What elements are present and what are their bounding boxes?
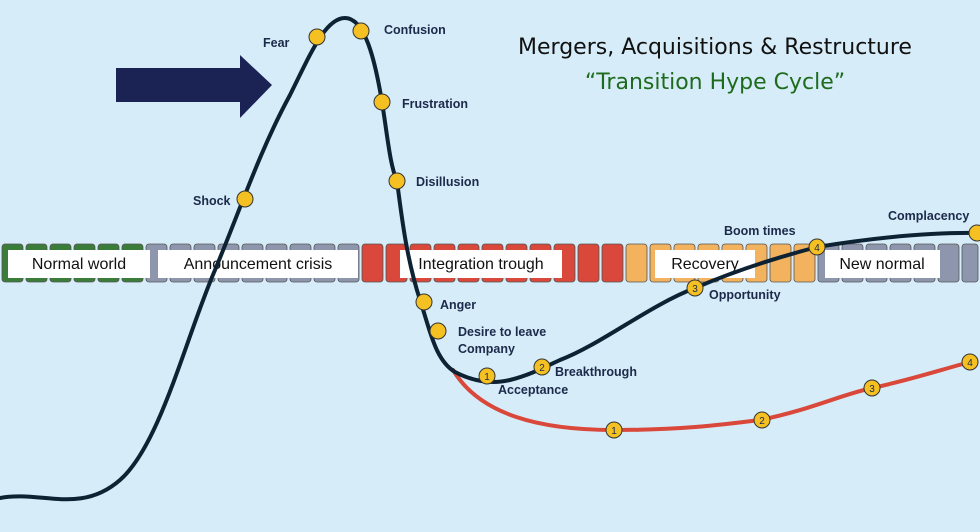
phase-text: Announcement crisis bbox=[184, 256, 333, 273]
marker-confusion bbox=[352, 22, 370, 40]
phase-label-recovery: Recovery bbox=[655, 250, 755, 278]
label-fear: Fear bbox=[263, 36, 290, 50]
phase-label-announcement-crisis: Announcement crisis bbox=[158, 250, 358, 278]
diagram-title: Mergers, Acquisitions & Restructure bbox=[518, 35, 912, 60]
milestone-boom-times-marker: 4 bbox=[808, 238, 826, 256]
label-breakthrough: Breakthrough bbox=[555, 365, 637, 379]
label-boom-times: Boom times bbox=[724, 224, 796, 238]
phase-text: Integration trough bbox=[418, 256, 543, 273]
svg-text:2: 2 bbox=[759, 416, 765, 427]
svg-text:2: 2 bbox=[539, 363, 545, 374]
milestone-opportunity-marker: 3 bbox=[686, 279, 704, 297]
milestone-acceptance-marker: 1 bbox=[478, 367, 496, 385]
marker-shock bbox=[236, 190, 254, 208]
marker-disillusion bbox=[388, 172, 406, 190]
band-segment bbox=[937, 243, 960, 283]
arrow-right-icon bbox=[116, 55, 272, 118]
svg-text:3: 3 bbox=[692, 284, 698, 295]
label-disillusion: Disillusion bbox=[416, 175, 479, 189]
alternative-recovery-curve bbox=[451, 360, 972, 433]
lower-marker-3: 3 bbox=[863, 379, 881, 397]
svg-text:1: 1 bbox=[484, 372, 490, 383]
band-segment bbox=[961, 243, 979, 283]
phase-text: New normal bbox=[839, 256, 924, 273]
band-segment bbox=[577, 243, 600, 283]
phase-label-integration-trough: Integration trough bbox=[400, 250, 562, 278]
svg-text:1: 1 bbox=[611, 426, 617, 437]
label-anger: Anger bbox=[440, 298, 476, 312]
marker-anger bbox=[415, 293, 433, 311]
band-segment bbox=[625, 243, 648, 283]
label-shock: Shock bbox=[193, 194, 231, 208]
marker-desire-to-leave bbox=[429, 322, 447, 340]
label-confusion: Confusion bbox=[384, 23, 446, 37]
phase-text: Recovery bbox=[671, 256, 739, 273]
phase-label-new-normal: New normal bbox=[825, 250, 940, 278]
milestone-breakthrough-marker: 2 bbox=[533, 358, 551, 376]
band-segment bbox=[361, 243, 384, 283]
band-segment bbox=[601, 243, 624, 283]
marker-fear bbox=[308, 28, 326, 46]
svg-text:4: 4 bbox=[967, 358, 973, 369]
svg-text:4: 4 bbox=[814, 243, 820, 254]
lower-marker-4: 4 bbox=[961, 353, 979, 371]
label-complacency: Complacency bbox=[888, 209, 969, 223]
phase-label-normal-world: Normal world bbox=[8, 250, 150, 278]
marker-complacency bbox=[968, 224, 980, 242]
marker-frustration bbox=[373, 93, 391, 111]
lower-marker-1: 1 bbox=[605, 421, 623, 439]
diagram-subtitle: “Transition Hype Cycle” bbox=[585, 70, 845, 95]
lower-marker-2: 2 bbox=[753, 411, 771, 429]
phase-text: Normal world bbox=[32, 256, 126, 273]
label-company: Company bbox=[458, 342, 515, 356]
label-frustration: Frustration bbox=[402, 97, 468, 111]
label-opportunity: Opportunity bbox=[709, 288, 781, 302]
band-segment bbox=[769, 243, 792, 283]
svg-text:3: 3 bbox=[869, 384, 875, 395]
label-acceptance: Acceptance bbox=[498, 383, 568, 397]
label-desire-to-leave: Desire to leave bbox=[458, 325, 546, 339]
